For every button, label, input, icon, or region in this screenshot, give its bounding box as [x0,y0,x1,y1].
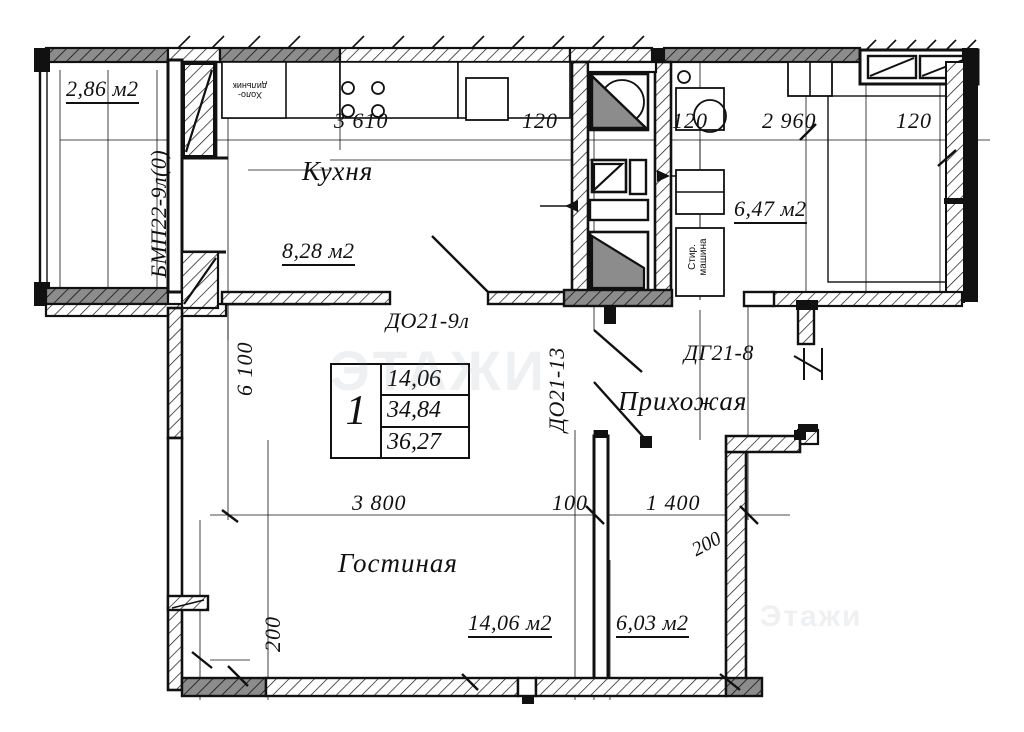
left-height-dimension: 6 100 [232,341,257,397]
hall-width-dimension: 2 960 [762,108,817,133]
balcony-area-label: 2,86 м2 [66,78,139,104]
washing-machine-line2: машина [697,238,709,276]
refrigerator-label-line2: дильник [232,80,268,91]
hall-area-label: 6,47 м2 [734,198,807,224]
kitchen-area [220,61,572,306]
living-width-dimension: 3 800 [352,490,407,515]
bath-width-dimension-2: 120 [672,108,708,133]
partition-dimension: 100 [552,490,588,515]
living-area-label: 14,06 м2 [468,612,553,638]
kitchen-name-label: Кухня [302,156,374,186]
room2-area-label: 6,03 м2 [616,612,689,638]
apartment-area-with-balcony: 36,27 [387,428,441,455]
bathroom-block [540,60,700,448]
apartment-areas: 14,06 34,84 36,27 [382,365,468,457]
apartment-living-area: 14,06 [382,365,468,397]
hall-name-label: Прихожая [618,386,748,416]
entrance-door-code: ДГ21-8 [684,340,754,365]
refrigerator-label-line1: Холо- [237,89,263,100]
room2-width-dimension: 1 400 [646,490,701,515]
refrigerator-label: Холо- дильник [222,80,278,99]
kitchen-area-label: 8,28 м2 [282,240,355,266]
washing-machine-label: Стир. машина [687,224,709,290]
balcony-door-code: БМП22-9л(0) [146,149,171,278]
washing-machine-line1: Стир. [687,244,698,270]
wall-200-left-dimension: 200 [260,616,285,652]
apartment-total-area: 34,84 [382,396,468,428]
dimension-ticks [191,123,957,691]
bath-width-dimension: 120 [522,108,558,133]
kitchen-door-code: ДО21-9л [386,308,470,333]
apartment-number: 1 [332,365,382,457]
living-room-area [166,430,806,704]
bath-door-code: ДО21-13 [544,347,569,432]
hall-area [675,61,947,446]
right-wall-dimension: 120 [896,108,932,133]
kitchen-width-dimension: 3 610 [334,108,389,133]
balcony-structure [34,48,228,692]
living-name-label: Гостиная [338,548,458,578]
apartment-summary-table: 1 14,06 34,84 36,27 [330,363,470,459]
